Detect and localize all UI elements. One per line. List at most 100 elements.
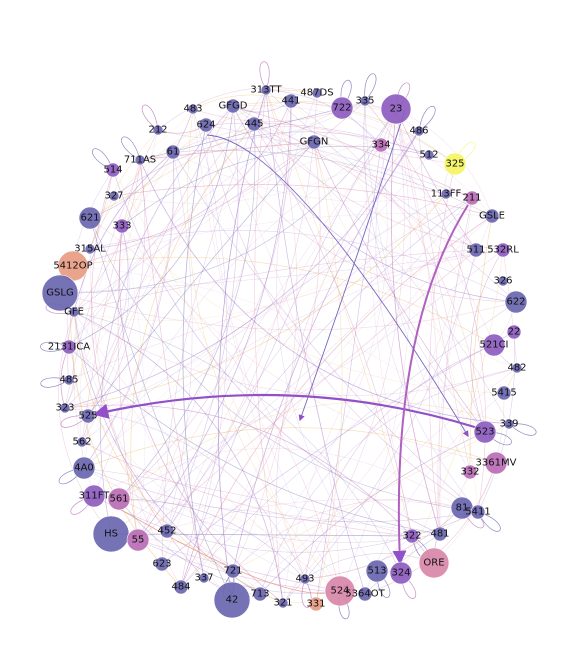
- graph-node[interactable]: 4A0: [72, 456, 96, 480]
- graph-node[interactable]: 335: [355, 96, 374, 107]
- graph-node[interactable]: GSLG: [41, 274, 79, 312]
- node-circle[interactable]: [187, 103, 199, 115]
- graph-node[interactable]: 561: [107, 487, 131, 511]
- graph-node[interactable]: 325: [443, 152, 467, 176]
- node-circle[interactable]: [213, 581, 251, 619]
- graph-node[interactable]: 313TT: [250, 85, 282, 96]
- graph-node[interactable]: 493: [295, 574, 314, 585]
- node-circle[interactable]: [423, 149, 435, 161]
- node-circle[interactable]: [308, 596, 324, 612]
- node-circle[interactable]: [484, 451, 508, 475]
- node-circle[interactable]: [61, 339, 77, 355]
- graph-node[interactable]: 5364OT: [345, 586, 386, 602]
- node-circle[interactable]: [78, 206, 102, 230]
- node-circle[interactable]: [306, 134, 322, 150]
- graph-node[interactable]: 326: [493, 276, 512, 287]
- node-circle[interactable]: [41, 274, 79, 312]
- node-circle[interactable]: [497, 275, 509, 287]
- node-circle[interactable]: [165, 144, 181, 160]
- node-circle[interactable]: [373, 137, 389, 153]
- node-circle[interactable]: [365, 559, 389, 583]
- node-circle[interactable]: [82, 484, 106, 508]
- node-circle[interactable]: [246, 116, 262, 132]
- graph-node[interactable]: 484: [171, 579, 191, 595]
- graph-node[interactable]: 332: [460, 464, 480, 480]
- graph-node[interactable]: 22: [506, 324, 522, 340]
- graph-node[interactable]: 311FT: [79, 484, 111, 508]
- node-circle[interactable]: [277, 597, 289, 609]
- node-circle[interactable]: [511, 362, 523, 374]
- node-circle[interactable]: [413, 125, 425, 137]
- graph-node[interactable]: 333: [112, 218, 132, 234]
- graph-node[interactable]: 315AL: [74, 244, 106, 255]
- graph-node[interactable]: 113FF: [431, 189, 462, 200]
- graph-node[interactable]: 23: [380, 93, 412, 125]
- graph-node[interactable]: 482: [507, 363, 526, 374]
- node-circle[interactable]: [105, 162, 121, 178]
- graph-node[interactable]: 211: [462, 190, 482, 206]
- node-circle[interactable]: [134, 154, 146, 166]
- node-circle[interactable]: [299, 573, 311, 585]
- node-circle[interactable]: [198, 117, 214, 133]
- graph-node[interactable]: 331: [306, 596, 326, 612]
- graph-node[interactable]: 483: [183, 104, 202, 115]
- graph-node[interactable]: 55: [126, 528, 150, 552]
- graph-node[interactable]: 486: [409, 126, 428, 137]
- node-circle[interactable]: [482, 333, 506, 357]
- node-circle[interactable]: [380, 93, 412, 125]
- graph-node[interactable]: 622: [504, 290, 528, 314]
- graph-node[interactable]: 322: [402, 528, 422, 544]
- graph-node[interactable]: 513: [365, 559, 389, 583]
- graph-node[interactable]: 521CI: [479, 333, 509, 357]
- node-circle[interactable]: [359, 95, 371, 107]
- node-circle[interactable]: [311, 87, 323, 99]
- node-circle[interactable]: [495, 242, 511, 258]
- node-circle[interactable]: [462, 464, 478, 480]
- node-circle[interactable]: [114, 218, 130, 234]
- node-circle[interactable]: [152, 124, 164, 136]
- node-circle[interactable]: [330, 96, 354, 120]
- graph-node[interactable]: 524: [324, 575, 356, 607]
- graph-node[interactable]: 324: [389, 561, 413, 585]
- node-circle[interactable]: [503, 418, 515, 430]
- node-circle[interactable]: [440, 188, 452, 200]
- graph-node[interactable]: GSLE: [479, 208, 505, 224]
- node-circle[interactable]: [76, 436, 88, 448]
- node-circle[interactable]: [473, 420, 497, 444]
- graph-node[interactable]: 3361MV: [476, 451, 517, 475]
- node-circle[interactable]: [198, 572, 210, 584]
- graph-node[interactable]: 5415: [491, 385, 517, 401]
- node-circle[interactable]: [404, 528, 420, 544]
- graph-node[interactable]: ORE: [418, 547, 450, 579]
- node-circle[interactable]: [126, 528, 150, 552]
- node-circle[interactable]: [496, 385, 512, 401]
- graph-node[interactable]: 487DS: [300, 88, 333, 99]
- graph-node[interactable]: 42: [213, 581, 251, 619]
- node-circle[interactable]: [59, 402, 71, 414]
- graph-node[interactable]: 5411: [465, 504, 491, 520]
- graph-node[interactable]: 212: [148, 125, 167, 136]
- graph-node[interactable]: 713: [250, 586, 270, 602]
- graph-node[interactable]: 323: [55, 403, 74, 414]
- graph-node[interactable]: 481: [430, 526, 450, 542]
- graph-node[interactable]: 321: [273, 598, 292, 609]
- node-circle[interactable]: [324, 575, 356, 607]
- graph-node[interactable]: 445: [244, 116, 264, 132]
- node-circle[interactable]: [154, 556, 170, 572]
- node-circle[interactable]: [464, 190, 480, 206]
- node-circle[interactable]: [389, 561, 413, 585]
- node-circle[interactable]: [418, 547, 450, 579]
- graph-node[interactable]: 512: [419, 150, 438, 161]
- graph-node[interactable]: 532RL: [487, 242, 519, 258]
- node-circle[interactable]: [252, 586, 268, 602]
- graph-node[interactable]: 711AS: [124, 155, 156, 166]
- node-circle[interactable]: [357, 586, 373, 602]
- graph-node[interactable]: GFGD: [219, 98, 248, 114]
- graph-node[interactable]: 621: [78, 206, 102, 230]
- graph-node[interactable]: 623: [152, 556, 172, 572]
- node-circle[interactable]: [470, 504, 486, 520]
- graph-node[interactable]: 441: [281, 93, 301, 109]
- graph-node[interactable]: GFGN: [300, 134, 329, 150]
- node-circle[interactable]: [506, 324, 522, 340]
- node-circle[interactable]: [504, 290, 528, 314]
